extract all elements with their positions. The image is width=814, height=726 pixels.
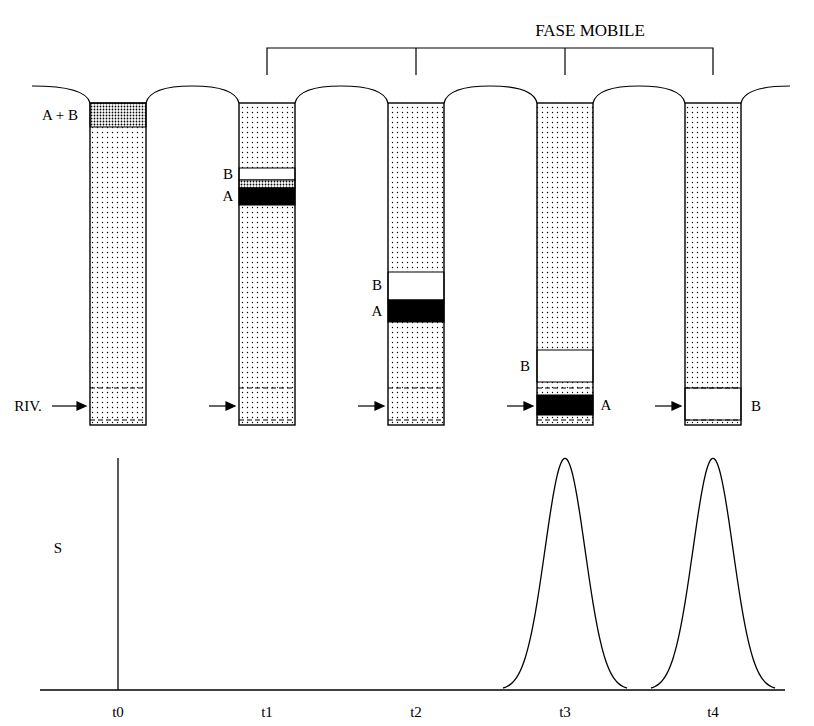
column-outline: [537, 103, 593, 425]
column: [388, 103, 444, 425]
detector-line: [90, 388, 146, 389]
detector-line: [537, 420, 593, 421]
band-b: [685, 388, 741, 420]
column: [537, 103, 593, 425]
band-ab: [90, 103, 146, 127]
column: [685, 103, 741, 425]
column-outline: [685, 103, 741, 425]
arrow-head: [672, 402, 681, 410]
column: [90, 103, 146, 425]
band-b: [388, 272, 444, 300]
x-axis: [40, 689, 785, 690]
band-label: B: [223, 167, 233, 182]
detector-arrows: [52, 402, 681, 410]
tick-label: t1: [261, 705, 273, 720]
band-label: B: [751, 399, 761, 414]
arrow-head: [524, 402, 533, 410]
bracket-line: [267, 48, 713, 75]
funnel-arc: [593, 86, 685, 103]
band-b: [537, 350, 593, 382]
bracket-tick: [415, 48, 416, 75]
column-outline: [90, 103, 146, 425]
arrow-head: [77, 402, 86, 410]
arrow-shaft: [52, 405, 80, 406]
funnel-arc: [146, 86, 239, 103]
band-label: B: [520, 359, 530, 374]
band-b: [239, 168, 295, 180]
bands: [90, 103, 741, 420]
detector-line: [239, 388, 295, 389]
detector-label: RIV.: [14, 399, 42, 414]
column-outlines: [90, 103, 741, 425]
funnel-arc: [741, 86, 790, 103]
band-label: A: [372, 304, 383, 319]
column: [239, 103, 295, 425]
funnel-arc: [32, 86, 90, 103]
bracket: [267, 48, 713, 75]
band-a-mix: [239, 180, 295, 188]
band-label: A: [223, 189, 234, 204]
tick-label: t3: [559, 705, 571, 720]
tick-label: t4: [707, 705, 719, 720]
detector-line: [388, 420, 444, 421]
detector-line: [685, 388, 741, 389]
detector-line: [685, 420, 741, 421]
band-label: A + B: [42, 108, 78, 123]
bracket-tick: [564, 48, 565, 75]
peak-curve: [651, 458, 775, 688]
columns: [90, 103, 741, 425]
column-outline: [239, 103, 295, 425]
band-a: [388, 300, 444, 322]
detector-line: [90, 420, 146, 421]
funnel-arc: [295, 86, 388, 103]
band-label: B: [372, 278, 382, 293]
peaks: [503, 458, 775, 688]
detector-lines: [90, 388, 741, 420]
funnel-arcs: [32, 86, 790, 103]
y-axis: [117, 458, 118, 690]
chart-axes: [40, 458, 785, 690]
phase-label: FASE MOBILE: [535, 22, 645, 39]
tick-label: t0: [112, 705, 124, 720]
funnel-arc: [444, 86, 537, 103]
arrow-head: [226, 402, 235, 410]
column-outline: [388, 103, 444, 425]
band-a: [537, 395, 593, 415]
detector-line: [388, 388, 444, 389]
detector-line: [239, 420, 295, 421]
peak-curve: [503, 458, 627, 688]
band-label: A: [601, 398, 612, 413]
tick-label: t2: [410, 705, 422, 720]
axis-label: S: [54, 541, 62, 556]
band-a: [239, 188, 295, 205]
arrow-head: [375, 402, 384, 410]
detector-line: [537, 388, 593, 389]
